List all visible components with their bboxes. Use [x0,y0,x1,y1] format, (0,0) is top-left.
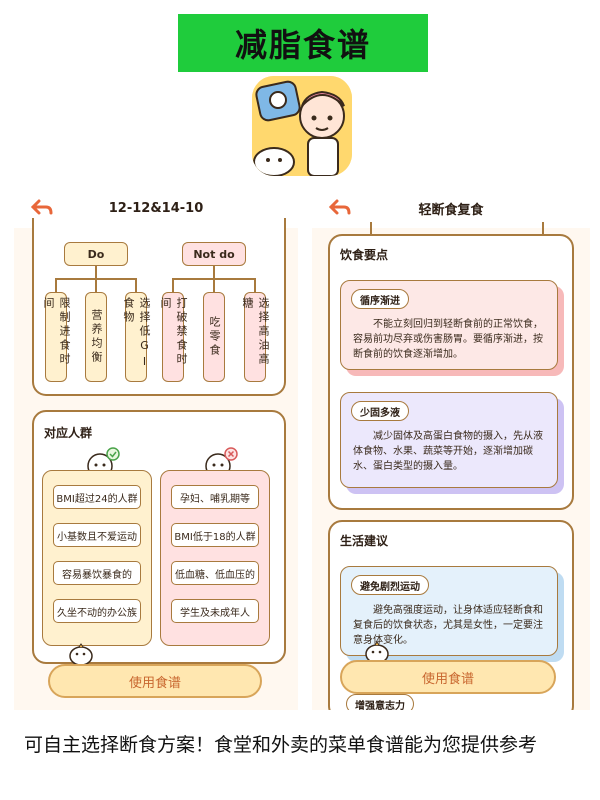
notdo-item: 吃零食 [203,292,225,382]
partial-tip-tag: 增强意志力 [346,694,414,710]
suitable-column: BMI超过24的人群 小基数且不爱运动 容易暴饮暴食的 久坐不动的办公族 [42,470,152,646]
app-icon [252,76,352,176]
tip-tag: 避免剧烈运动 [351,575,429,595]
left-screen: 12-12&14-10 Do Not do 限制进食时间 营养均衡 选择低GI食… [14,188,298,710]
tip-card-liquids: 少固多液 减少固体及高蛋白食物的摄入，先从液体食物、水果、蔬菜等开始，逐渐增加碳… [340,392,558,488]
tip-text: 不能立刻回归到轻断食前的正常饮食，容易前功尽弃或伤害肠胃。要循序渐进，按断食前的… [353,319,543,360]
unsuitable-item: BMI低于18的人群 [171,523,259,547]
scale-mascot-illustration [252,76,352,176]
suitable-item: 容易暴饮暴食的 [53,561,141,585]
notdo-label: Not do [182,242,246,266]
tip-tag: 循序渐进 [351,289,409,309]
use-recipe-button[interactable]: 使用食谱 [340,660,556,694]
do-item: 限制进食时间 [42,292,71,382]
notdo-item: 打破禁食时间 [159,292,188,382]
card-hanger [370,222,372,234]
connector [213,278,215,292]
tip-tag: 少固多液 [351,401,409,421]
caption-text: 可自主选择断食方案！食堂和外卖的菜单食谱能为您提供参考 [24,734,538,756]
page-title: 减脂食谱 [234,26,371,64]
unsuitable-item: 孕妇、哺乳期等 [171,485,259,509]
back-arrow-icon[interactable] [328,198,352,218]
right-screen: 轻断食复食 饮食要点 循序渐进 不能立刻回归到轻断食前的正常饮食，容易前功尽弃或… [312,188,590,710]
audience-title: 对应人群 [44,426,93,442]
do-item: 选择低GI食物 [122,292,151,382]
tip-card-exercise: 避免剧烈运动 避免高强度运动，让身体适应轻断食和复食后的饮食状态，尤其是女性，一… [340,566,558,656]
connector [95,278,97,292]
chick-mascot-icon [69,643,93,666]
right-topbar: 轻断食复食 [312,188,590,228]
page-title-banner: 减脂食谱 [178,14,428,72]
connector [254,278,256,292]
unsuitable-column: 孕妇、哺乳期等 BMI低于18的人群 低血糖、低血压的 学生及未成年人 [160,470,270,646]
right-header-title: 轻断食复食 [418,202,484,218]
connector [172,278,174,292]
life-suggestions-title: 生活建议 [340,534,389,548]
suitable-item: 小基数且不爱运动 [53,523,141,547]
suitable-item: 久坐不动的办公族 [53,599,141,623]
connector [213,266,215,278]
back-arrow-icon[interactable] [30,198,54,218]
card-hanger [542,222,544,234]
connector [95,266,97,278]
connector [135,278,137,292]
tip-text: 减少固体及高蛋白食物的摄入，先从液体食物、水果、蔬菜等开始，逐渐增加碳水、蛋白类… [353,431,543,472]
unsuitable-item: 学生及未成年人 [171,599,259,623]
notdo-item: 选择高油高糖 [241,292,270,382]
suitable-item: BMI超过24的人群 [53,485,141,509]
unsuitable-item: 低血糖、低血压的 [171,561,259,585]
use-recipe-button[interactable]: 使用食谱 [48,664,262,698]
diet-points-title: 饮食要点 [340,248,389,262]
left-header-title: 12-12&14-10 [108,200,204,216]
do-label: Do [64,242,128,266]
tip-card-gradual: 循序渐进 不能立刻回归到轻断食前的正常饮食，容易前功尽弃或伤害肠胃。要循序渐进，… [340,280,558,370]
tip-text: 避免高强度运动，让身体适应轻断食和复食后的饮食状态，尤其是女性，一定要注意身体变… [353,605,543,646]
connector [55,278,57,292]
do-item: 营养均衡 [85,292,107,382]
